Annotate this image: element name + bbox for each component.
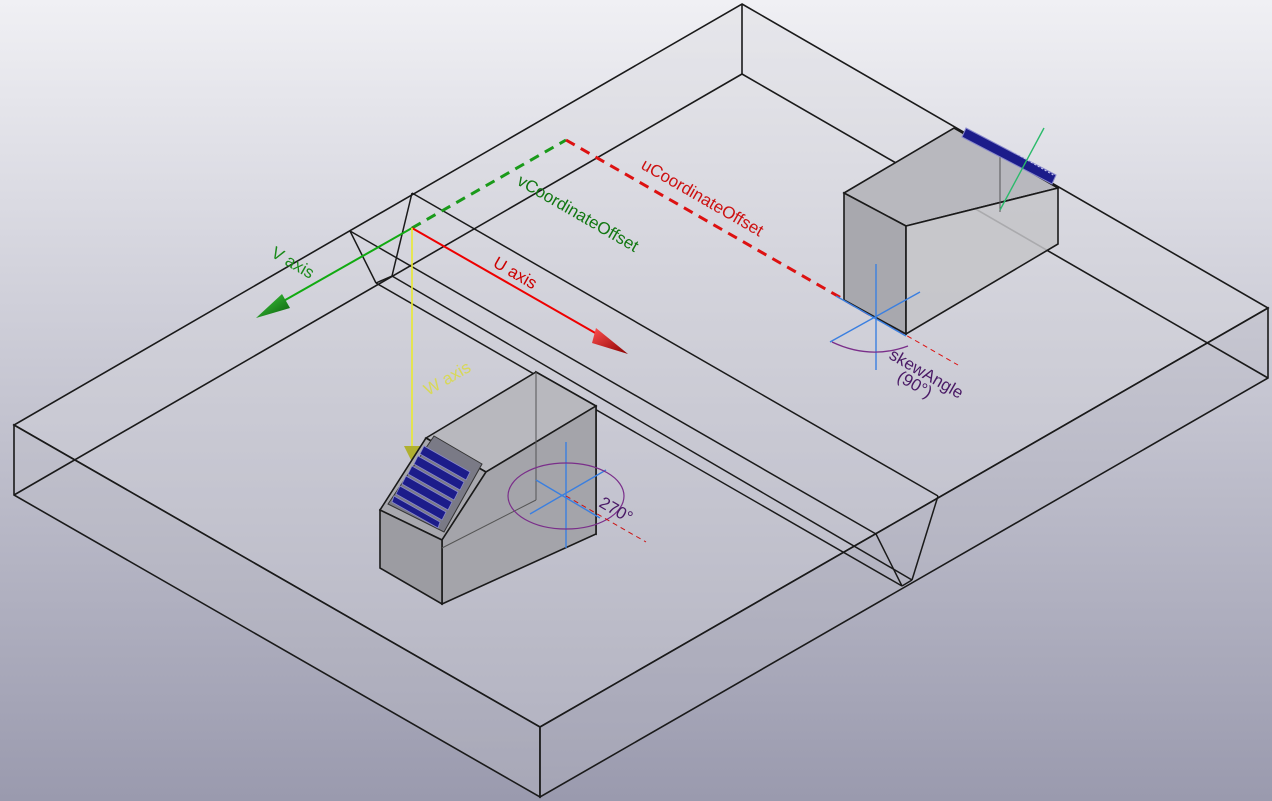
rotation-reference-line	[565, 495, 647, 543]
upper-box-right-face	[905, 186, 1059, 336]
w-arrow-cone-icon	[404, 446, 420, 462]
upper-solar-panel	[961, 127, 1057, 185]
u-offset-line	[565, 138, 959, 366]
groove	[349, 192, 939, 587]
lower-local-axes	[529, 442, 607, 548]
v-arrow-cone-icon	[256, 294, 290, 318]
u-arrow-cone-icon	[592, 328, 628, 354]
v-offset-line	[411, 138, 567, 230]
skew-angle-arc	[831, 341, 909, 353]
lower-solar-panel	[387, 435, 483, 533]
upper-box	[842, 127, 1061, 336]
u-axis	[411, 227, 628, 354]
v-axis	[256, 227, 413, 318]
upper-normal-line	[999, 127, 1045, 211]
rotation-arc	[507, 462, 625, 530]
lower-box-left-face	[379, 508, 443, 606]
w-axis	[404, 228, 420, 462]
